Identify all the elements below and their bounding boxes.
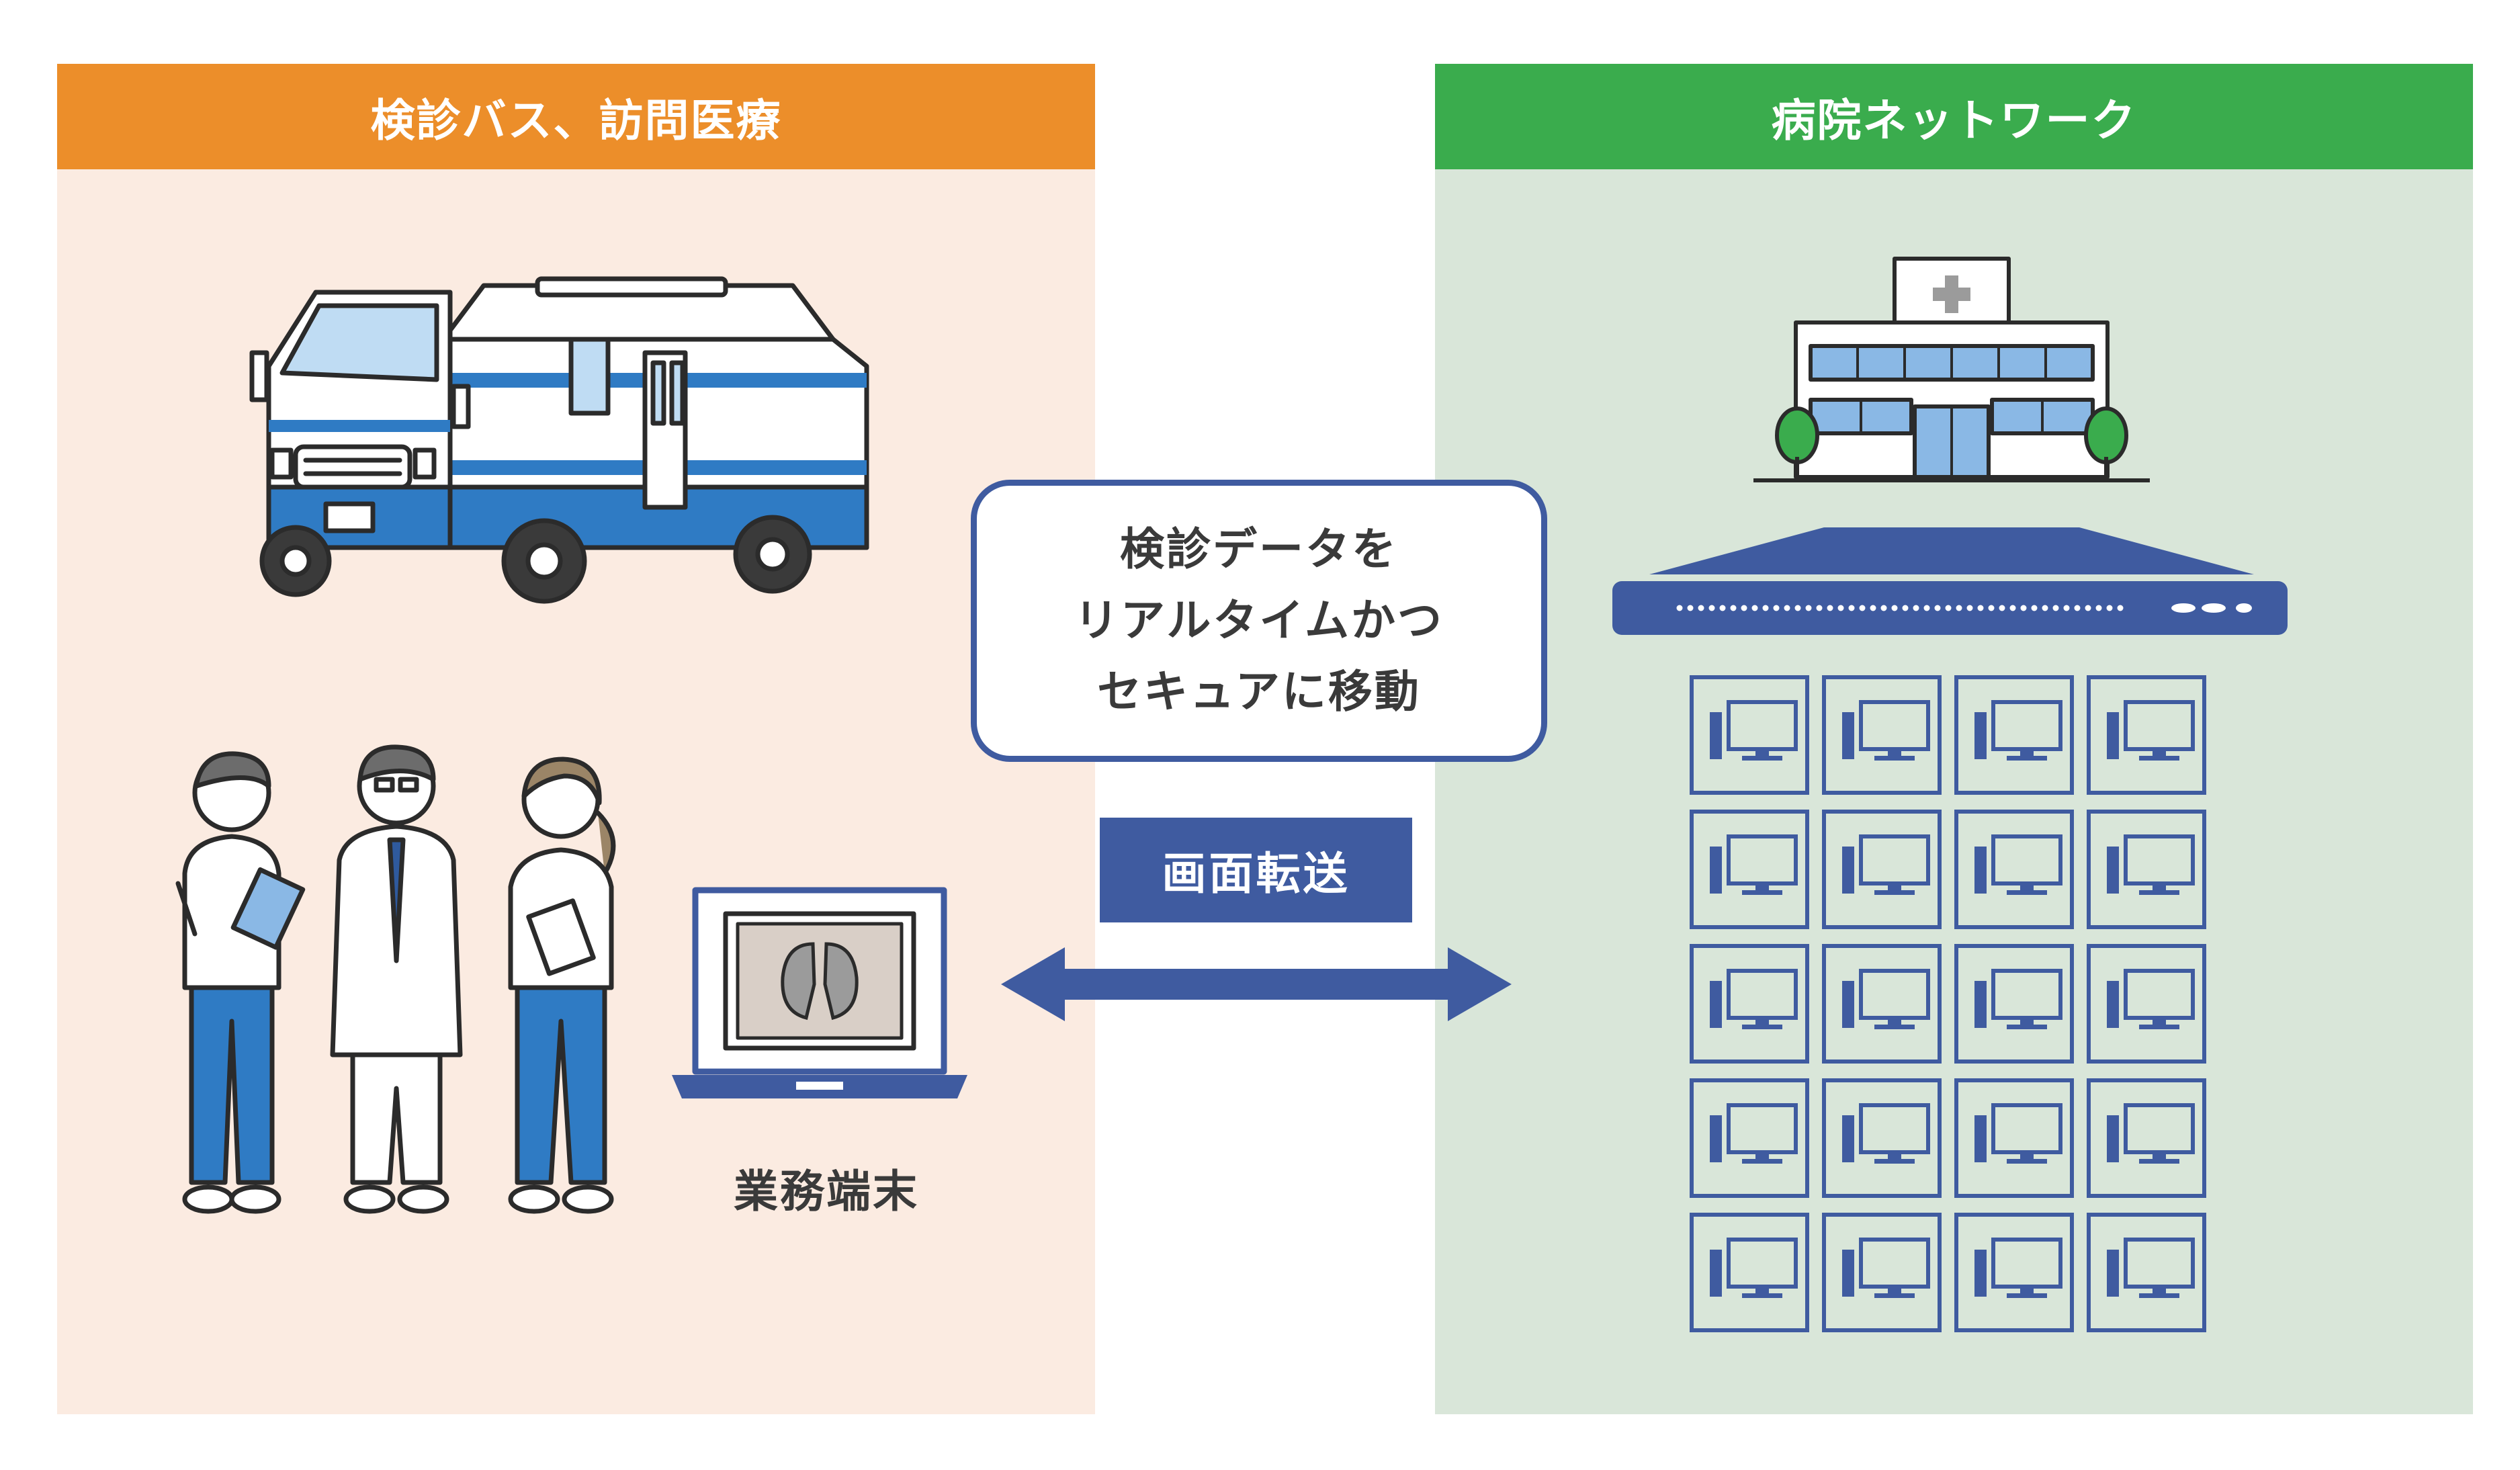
- terminal-tile: [1822, 810, 1942, 929]
- terminal-tile: [1954, 675, 2074, 795]
- terminal-tile: [1954, 1078, 2074, 1198]
- server-dot: [2031, 605, 2038, 611]
- terminal-tile: [2087, 944, 2206, 1064]
- right-panel-title: 病院ネットワーク: [1435, 64, 2473, 169]
- terminal-grid-icon: [1690, 675, 2206, 1332]
- server-dot: [2095, 605, 2102, 611]
- terminal-tile: [1954, 944, 2074, 1064]
- server-dot: [1945, 605, 1952, 611]
- callout-line-3: セキュアに移動: [1097, 666, 1421, 718]
- server-dot: [2063, 605, 2070, 611]
- server-dot: [1827, 605, 1833, 611]
- server-dot: [1805, 605, 1812, 611]
- callout-box: 検診データを リアルタイムかつ セキュアに移動: [971, 480, 1547, 762]
- server-dot: [1913, 605, 1919, 611]
- terminal-label: 業務端末: [734, 1166, 919, 1217]
- terminal-tile: [1690, 675, 1809, 795]
- server-dot: [1988, 605, 1995, 611]
- server-dot: [1730, 605, 1737, 611]
- terminal-tile: [2087, 675, 2206, 795]
- server-dot: [1762, 605, 1769, 611]
- terminal-tile: [1690, 1213, 1809, 1332]
- server-dot: [1999, 605, 2005, 611]
- server-dot: [1784, 605, 1790, 611]
- transfer-label: 画面転送: [1100, 818, 1412, 922]
- terminal-tile: [2087, 810, 2206, 929]
- terminal-tile: [1954, 810, 2074, 929]
- terminal-tile: [2087, 1078, 2206, 1198]
- server-dot: [1773, 605, 1780, 611]
- server-dot: [2074, 605, 2081, 611]
- laptop-icon: [672, 887, 967, 1098]
- terminal-tile: [1690, 810, 1809, 929]
- server-dot: [1902, 605, 1909, 611]
- server-dot: [1741, 605, 1747, 611]
- terminal-tile: [1954, 1213, 2074, 1332]
- terminal-tile: [1822, 675, 1942, 795]
- server-dot: [1751, 605, 1758, 611]
- server-dot: [1923, 605, 1930, 611]
- server-dot: [1816, 605, 1823, 611]
- terminal-tile: [1822, 1213, 1942, 1332]
- server-dot: [1676, 605, 1683, 611]
- server-icon: [1612, 527, 2288, 635]
- terminal-tile: [2087, 1213, 2206, 1332]
- left-panel-title: 検診バス、訪問医療: [57, 64, 1095, 169]
- server-dot: [2106, 605, 2113, 611]
- server-dot: [1977, 605, 1984, 611]
- terminal-tile: [1690, 1078, 1809, 1198]
- bus-icon: [249, 276, 869, 604]
- server-dot: [1837, 605, 1844, 611]
- server-dot: [1794, 605, 1801, 611]
- terminal-tile: [1822, 1078, 1942, 1198]
- server-dot: [2009, 605, 2016, 611]
- staff-icon: [175, 744, 616, 1214]
- server-dot: [2042, 605, 2048, 611]
- callout-line-1: 検診データを: [1120, 523, 1398, 575]
- server-dot: [1859, 605, 1866, 611]
- server-dot: [2020, 605, 2027, 611]
- server-dot: [1698, 605, 1704, 611]
- server-dot: [2052, 605, 2059, 611]
- server-dot: [2117, 605, 2124, 611]
- terminal-tile: [1690, 944, 1809, 1064]
- double-arrow-icon: [1001, 947, 1512, 1021]
- server-dot: [1880, 605, 1887, 611]
- terminal-tile: [1822, 944, 1942, 1064]
- server-dot: [2085, 605, 2091, 611]
- hospital-icon: [1753, 257, 2150, 482]
- server-dot: [1891, 605, 1898, 611]
- server-dot: [1687, 605, 1694, 611]
- server-dot: [1956, 605, 1962, 611]
- server-dot: [1848, 605, 1855, 611]
- callout-line-2: リアルタイムかつ: [1074, 595, 1444, 646]
- server-dot: [1719, 605, 1726, 611]
- server-dot: [1966, 605, 1973, 611]
- server-dot: [1870, 605, 1876, 611]
- server-dot: [1934, 605, 1941, 611]
- server-dot: [1708, 605, 1715, 611]
